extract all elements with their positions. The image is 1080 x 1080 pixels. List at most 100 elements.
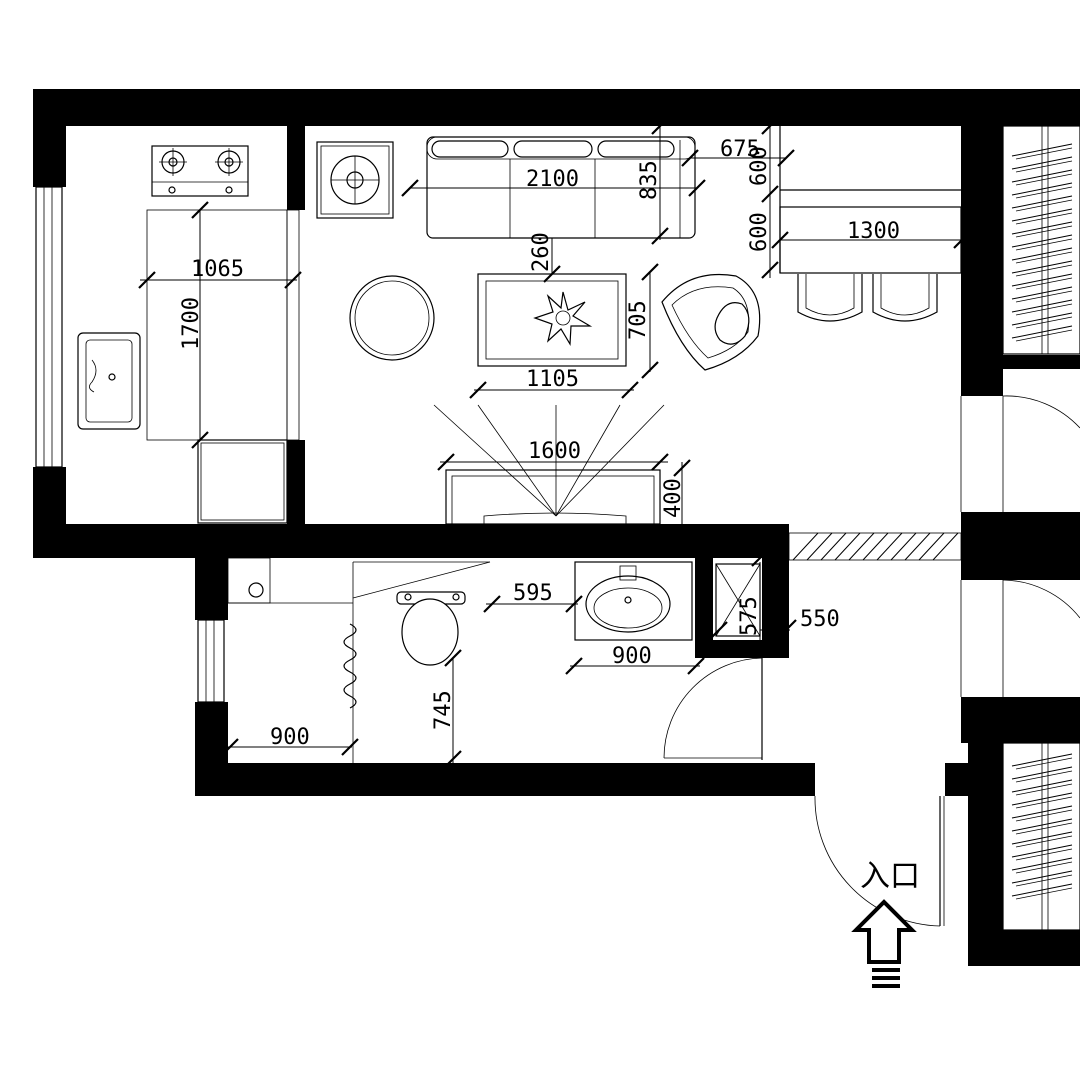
- armchair-icon: [661, 273, 761, 371]
- hanger-icon: [1015, 796, 1073, 809]
- dim-coffee-depth: 705: [626, 300, 651, 340]
- dim-side-gap: 675: [720, 137, 760, 162]
- hanger-icon: [1015, 173, 1073, 186]
- hanger-icon: [1015, 861, 1073, 874]
- hanger-icon: [1011, 260, 1073, 274]
- hanger-icon: [1015, 835, 1073, 848]
- dim-tv-width: 1600: [528, 439, 581, 464]
- hanger-icon: [1015, 186, 1073, 199]
- wardrobe-lower-icon: [1002, 742, 1080, 931]
- hanger-icon: [1011, 273, 1073, 287]
- hanger-icon: [1015, 238, 1073, 251]
- hanger-icon: [1011, 169, 1073, 183]
- hanger-icon: [1015, 290, 1073, 303]
- hanger-icon: [1011, 831, 1073, 845]
- threshold-hatch: [788, 532, 962, 561]
- hanger-icon: [1011, 753, 1073, 767]
- dim-shower-b: 550: [800, 607, 840, 632]
- hanger-icon: [1015, 822, 1073, 835]
- dim-kitchen-length: 1700: [179, 297, 204, 350]
- door-lower-icon: [1002, 579, 1080, 619]
- kitchen-sink-icon: [77, 332, 141, 430]
- dim-sofa-length: 2100: [526, 167, 579, 192]
- basin-icon: [574, 561, 693, 641]
- hanger-icon: [1011, 844, 1073, 858]
- hanger-icon: [1011, 234, 1073, 248]
- entrance-door-icon: [814, 795, 945, 927]
- hanger-icon: [1015, 303, 1073, 316]
- hanger-icon: [1015, 757, 1073, 770]
- hanger-icon: [1011, 325, 1073, 339]
- hanger-icon: [1015, 316, 1073, 329]
- dim-wc-depth: 745: [431, 690, 456, 730]
- wardrobe-hangers: [1011, 143, 1073, 342]
- dim-sofa-depth: 835: [637, 160, 662, 200]
- windows: [35, 186, 225, 703]
- hanger-icon: [1015, 809, 1073, 822]
- hanger-icon: [1015, 848, 1073, 861]
- hanger-icon: [1011, 286, 1073, 300]
- kitchen-cabinet: [197, 439, 288, 524]
- shower-curtain-icon: [343, 623, 357, 709]
- entrance-label: 入口: [860, 859, 920, 894]
- hanger-icon: [1015, 329, 1073, 342]
- walls: [33, 89, 1080, 966]
- hanger-icon: [1015, 887, 1073, 900]
- dim-shower-a: 575: [737, 596, 762, 636]
- hanger-icon: [1011, 883, 1073, 897]
- dim-dining-upper: 600: [747, 146, 772, 186]
- kitchen: [77, 145, 300, 524]
- round-stool-icon: [349, 275, 435, 361]
- hanger-icon: [1015, 251, 1073, 264]
- dim-basin-width: 900: [612, 644, 652, 669]
- bathroom: [227, 532, 962, 763]
- hanger-icon: [1011, 870, 1073, 884]
- hanger-icon: [1011, 143, 1073, 157]
- hanger-icon: [1015, 199, 1073, 212]
- burner-right-icon: [215, 148, 243, 176]
- hanger-icon: [1011, 312, 1073, 326]
- coffee-table-icon: [477, 273, 627, 367]
- hanger-icon: [1011, 195, 1073, 209]
- dimension-lines: [138, 117, 971, 768]
- tv-cabinet-icon: [433, 404, 665, 525]
- toilet-icon: [396, 591, 466, 666]
- burner-left-icon: [159, 148, 187, 176]
- hanger-icon: [1011, 805, 1073, 819]
- dim-dining-table: 1300: [847, 219, 900, 244]
- hanger-icon: [1015, 277, 1073, 290]
- hanger-icon: [1011, 247, 1073, 261]
- hanger-icon: [1011, 792, 1073, 806]
- hanger-icon: [1011, 299, 1073, 313]
- wardrobe-hangers: [1011, 753, 1073, 900]
- hanger-icon: [1015, 874, 1073, 887]
- dimension-labels: 2100 835 675 600 600 1300 1065 1700 260 …: [179, 137, 900, 750]
- dim-coffee-gap: 260: [529, 232, 554, 272]
- door-upper-icon: [1002, 395, 1080, 429]
- gas-stove-icon: [151, 145, 249, 197]
- hanger-icon: [1011, 766, 1073, 780]
- shower-icon: [715, 563, 761, 637]
- hanger-icon: [1011, 857, 1073, 871]
- hanger-icon: [1015, 783, 1073, 796]
- hanger-icon: [1015, 225, 1073, 238]
- hanger-icon: [1011, 221, 1073, 235]
- hanger-icon: [1015, 160, 1073, 173]
- dim-tv-depth: 400: [661, 478, 686, 518]
- hanger-icon: [1011, 208, 1073, 222]
- entrance-arrow-icon: [851, 899, 917, 988]
- dim-kitchen-width: 1065: [191, 257, 244, 282]
- hanger-icon: [1015, 264, 1073, 277]
- hanger-icon: [1011, 818, 1073, 832]
- dim-dining-lower: 600: [747, 212, 772, 252]
- hanger-icon: [1011, 156, 1073, 170]
- hanger-icon: [1011, 779, 1073, 793]
- hanger-icon: [1015, 770, 1073, 783]
- hanger-icon: [1015, 147, 1073, 160]
- dim-coffee-width: 1105: [526, 367, 579, 392]
- right-rooms: [814, 125, 1080, 931]
- hanger-icon: [1011, 182, 1073, 196]
- bathroom-door-icon: [663, 657, 763, 760]
- dim-wc-gap: 595: [513, 581, 553, 606]
